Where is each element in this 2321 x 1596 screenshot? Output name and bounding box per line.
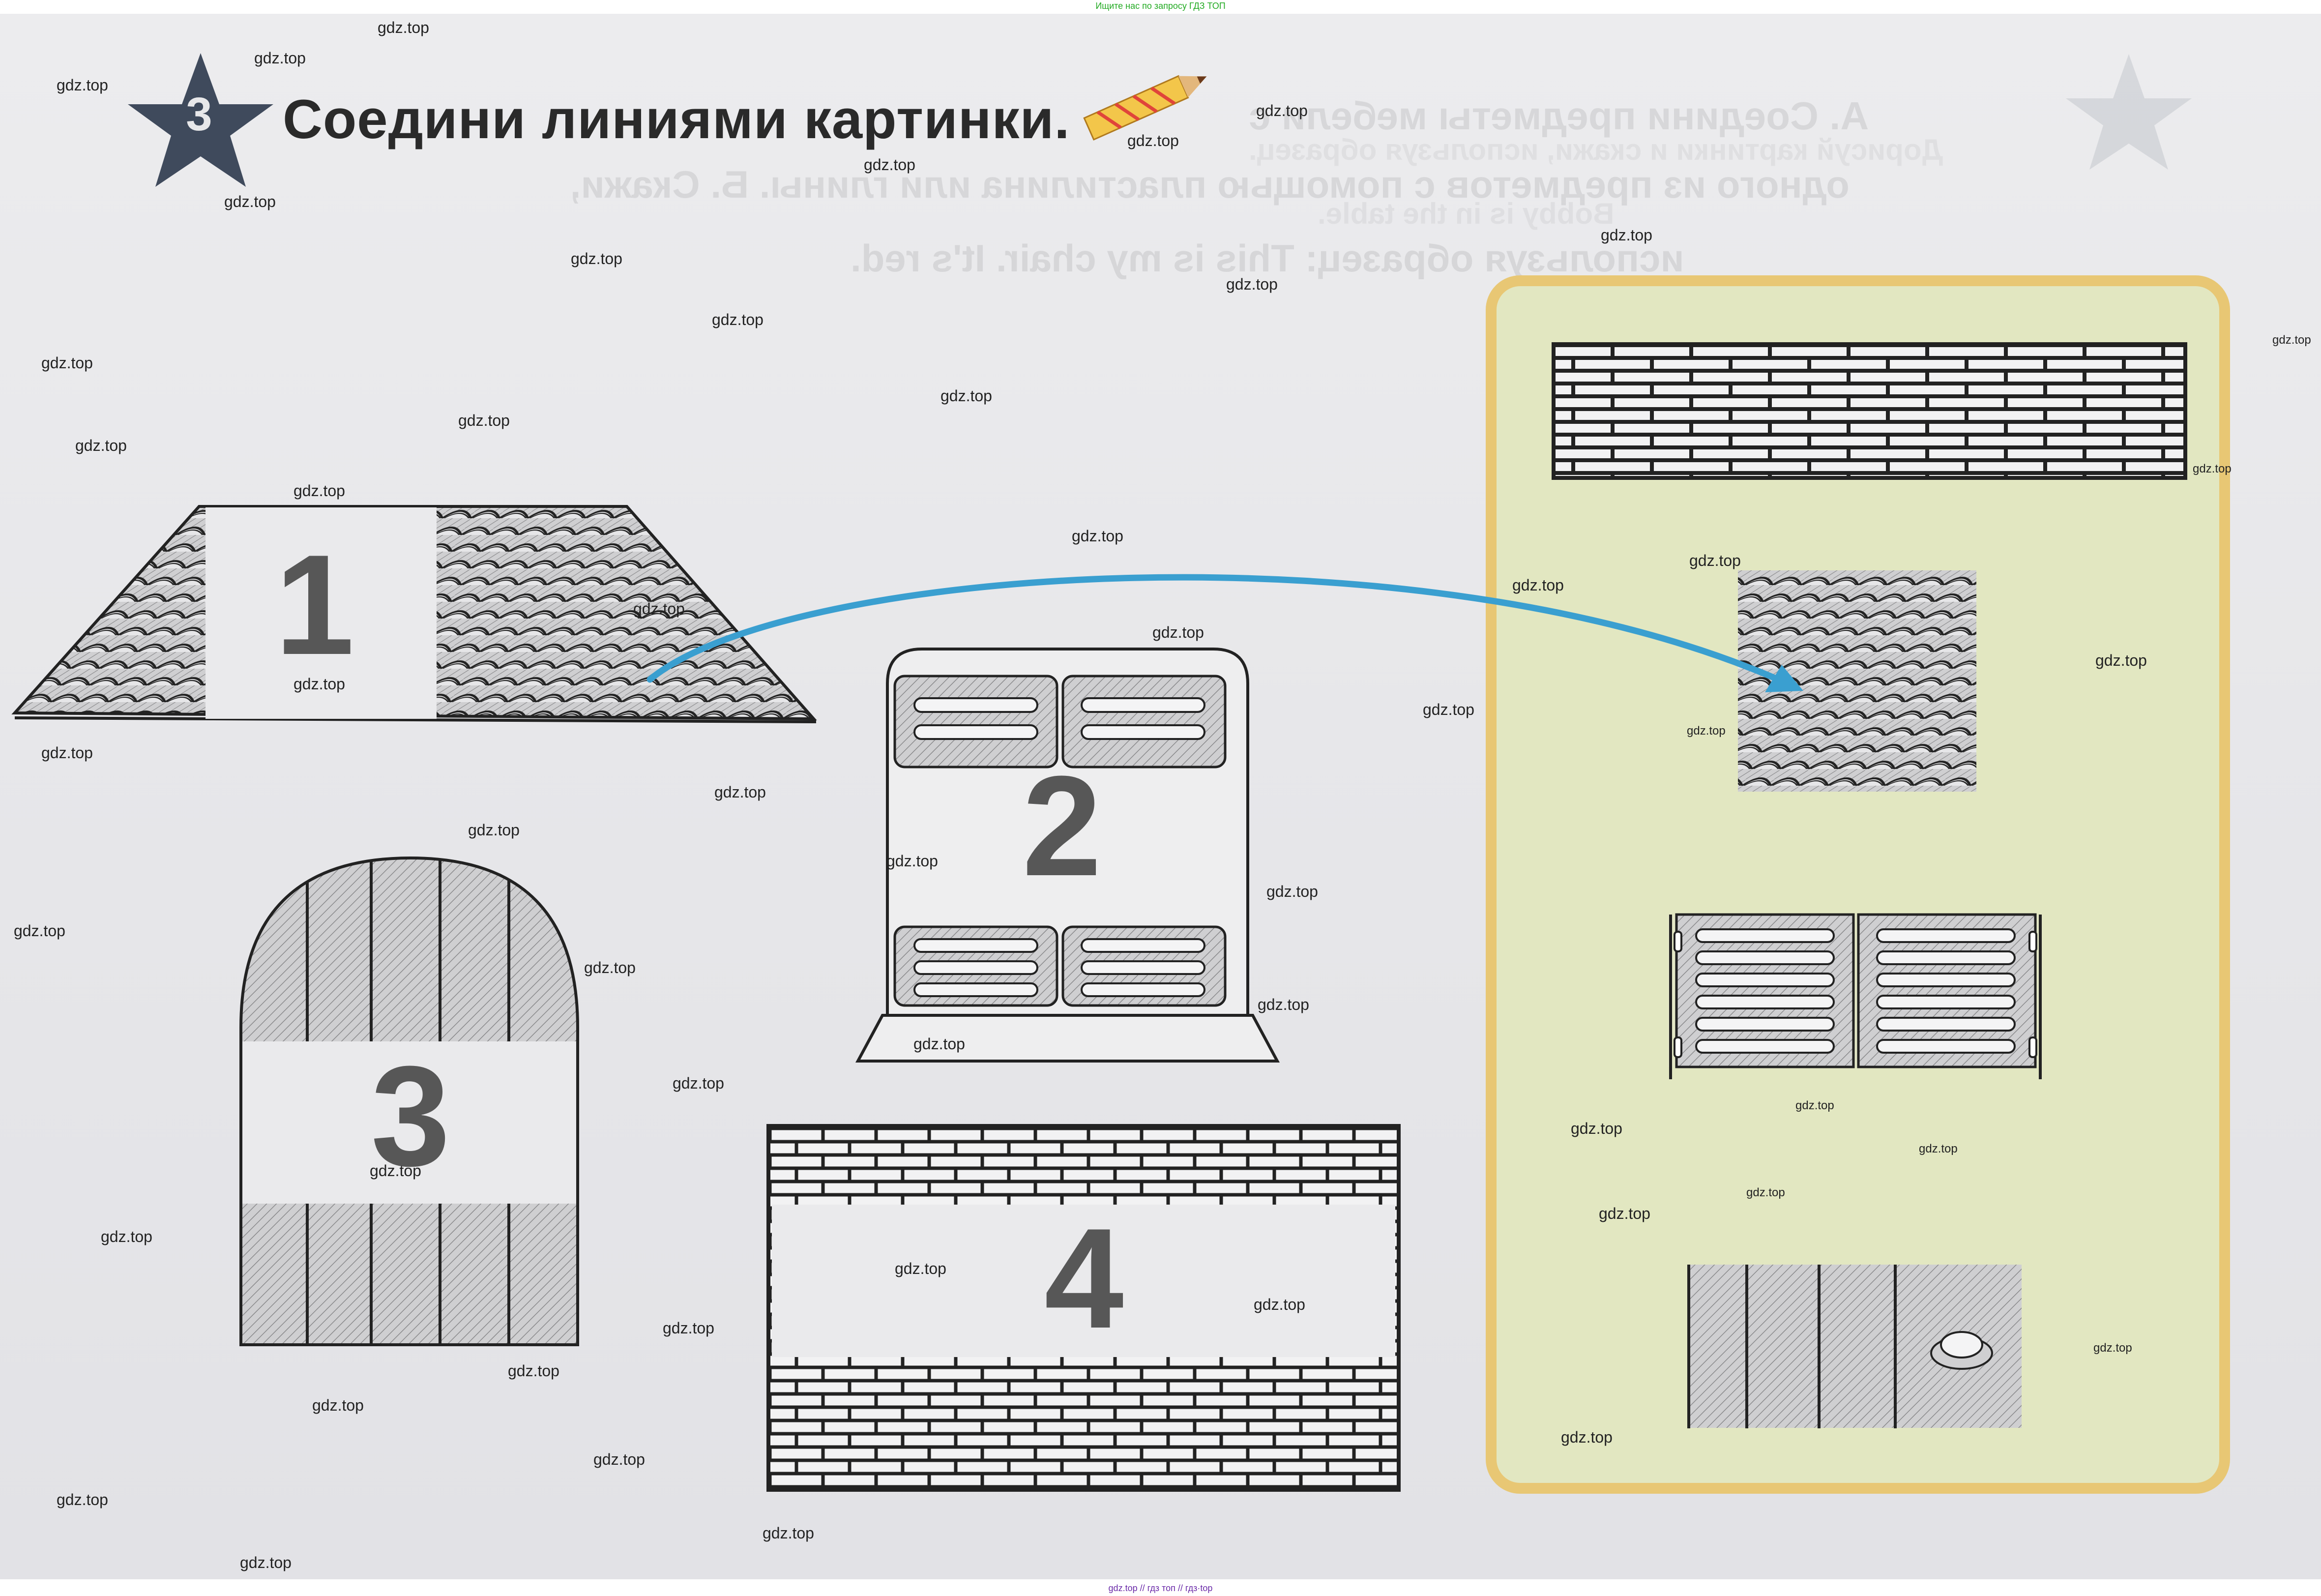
- watermark: gdz.top: [864, 156, 915, 174]
- watermark: gdz.top: [1266, 883, 1318, 900]
- watermark: gdz.top: [458, 412, 510, 429]
- watermark: gdz.top: [584, 959, 636, 976]
- watermark: gdz.top: [673, 1074, 724, 1092]
- watermark: gdz.top: [1795, 1099, 1834, 1112]
- watermark: gdz.top: [1687, 724, 1726, 738]
- svg-text:4: 4: [1044, 1199, 1124, 1358]
- watermark: gdz.top: [2193, 462, 2232, 475]
- watermark: gdz.top: [2095, 651, 2147, 669]
- footer-note[interactable]: gdz.top // гдз топ // гдз·top: [1108, 1583, 1213, 1593]
- watermark: gdz.top: [508, 1362, 559, 1380]
- watermark: gdz.top: [14, 922, 65, 940]
- task-title: Соедини линиями картинки.: [283, 89, 1070, 150]
- watermark: gdz.top: [41, 354, 93, 372]
- watermark: gdz.top: [1746, 1186, 1785, 1199]
- watermark: gdz.top: [41, 744, 93, 762]
- watermark: gdz.top: [57, 1491, 108, 1508]
- watermark: gdz.top: [224, 193, 276, 210]
- watermark: gdz.top: [294, 675, 345, 693]
- watermark: gdz.top: [663, 1319, 714, 1337]
- watermark: gdz.top: [1072, 527, 1123, 545]
- watermark: gdz.top: [1226, 275, 1278, 293]
- watermark: gdz.top: [913, 1035, 965, 1053]
- watermark: gdz.top: [712, 311, 764, 328]
- watermark: gdz.top: [294, 482, 345, 500]
- watermark: gdz.top: [378, 19, 429, 36]
- watermark: gdz.top: [1152, 623, 1204, 641]
- watermark: gdz.top: [1423, 701, 1474, 718]
- watermark: gdz.top: [1512, 576, 1564, 594]
- top-strip: [0, 0, 2321, 14]
- watermark: gdz.top: [1599, 1205, 1650, 1222]
- watermark: gdz.top: [1571, 1120, 1622, 1137]
- watermark: gdz.top: [1256, 102, 1308, 119]
- watermark: gdz.top: [1601, 226, 1652, 244]
- top-note[interactable]: Ищите нас по запросу ГДЗ ТОП: [1095, 1, 1226, 11]
- svg-text:2: 2: [1022, 746, 1101, 906]
- watermark: gdz.top: [571, 250, 622, 267]
- watermark: gdz.top: [1919, 1142, 1958, 1155]
- watermark: gdz.top: [1689, 552, 1741, 569]
- bottom-strip: [0, 1579, 2321, 1596]
- task-number: 3: [186, 88, 212, 141]
- watermark: gdz.top: [1258, 996, 1309, 1013]
- svg-text:3: 3: [371, 1036, 450, 1196]
- watermark: gdz.top: [1127, 132, 1179, 149]
- watermark: gdz.top: [940, 387, 992, 405]
- watermark: gdz.top: [1254, 1296, 1305, 1313]
- watermark: gdz.top: [2093, 1341, 2132, 1355]
- watermark: gdz.top: [468, 821, 520, 839]
- watermark: gdz.top: [886, 852, 938, 870]
- watermark: gdz.top: [714, 783, 766, 801]
- svg-text:1: 1: [275, 525, 354, 684]
- watermark: gdz.top: [895, 1260, 946, 1277]
- watermark: gdz.top: [254, 49, 306, 67]
- watermark: gdz.top: [763, 1524, 814, 1542]
- watermark: gdz.top: [101, 1228, 152, 1245]
- watermark: gdz.top: [57, 76, 108, 94]
- watermark: gdz.top: [312, 1396, 364, 1414]
- watermark: gdz.top: [593, 1450, 645, 1468]
- watermark: gdz.top: [1561, 1428, 1613, 1446]
- watermark: gdz.top: [370, 1162, 421, 1180]
- watermark: gdz.top: [75, 437, 127, 454]
- watermark: gdz.top: [240, 1554, 292, 1571]
- watermark: gdz.top: [2272, 333, 2311, 347]
- watermark: gdz.top: [633, 600, 685, 618]
